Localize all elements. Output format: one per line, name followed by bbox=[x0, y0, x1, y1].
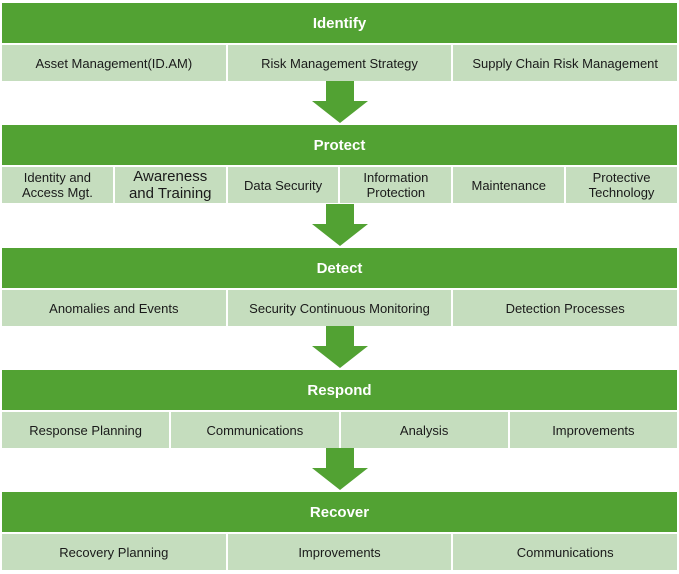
stage-identify: Identify Asset Management(ID.AM) Risk Ma… bbox=[2, 3, 677, 81]
category-box: Recovery Planning bbox=[2, 534, 228, 570]
stage-items-row: Identity and Access Mgt. Awareness and T… bbox=[2, 165, 677, 203]
category-box: Asset Management(ID.AM) bbox=[2, 45, 228, 81]
category-box: Maintenance bbox=[453, 167, 567, 203]
category-box: Analysis bbox=[341, 412, 510, 448]
category-box: Anomalies and Events bbox=[2, 290, 228, 326]
down-arrow-icon bbox=[312, 448, 368, 490]
category-box: Detection Processes bbox=[505, 300, 625, 316]
category-box: Communications bbox=[171, 412, 341, 448]
stage-title: Protect bbox=[2, 125, 677, 165]
category-box: Risk Management Strategy bbox=[228, 45, 454, 81]
category-box: Awareness and Training bbox=[115, 167, 228, 203]
stage-items-row: Anomalies and Events Security Continuous… bbox=[2, 288, 677, 326]
category-box: Protective Technology bbox=[588, 170, 655, 200]
category-box: Improvements bbox=[228, 534, 454, 570]
stage-items-row: Recovery Planning Improvements Communica… bbox=[2, 532, 677, 570]
stage-title: Identify bbox=[2, 3, 677, 43]
down-arrow-icon bbox=[312, 204, 368, 246]
category-box: Improvements bbox=[552, 422, 635, 438]
stage-items-row: Response Planning Communications Analysi… bbox=[2, 410, 677, 448]
category-box: Response Planning bbox=[2, 412, 172, 448]
down-arrow-icon bbox=[312, 81, 368, 123]
category-box: Security Continuous Monitoring bbox=[228, 290, 454, 326]
stage-respond: Respond Response Planning Communications… bbox=[2, 370, 677, 448]
stage-detect: Detect Anomalies and Events Security Con… bbox=[2, 248, 677, 326]
category-box: Information Protection bbox=[340, 167, 454, 203]
down-arrow-icon bbox=[312, 326, 368, 368]
stage-protect: Protect Identity and Access Mgt. Awarene… bbox=[2, 125, 677, 203]
category-box: Supply Chain Risk Management bbox=[472, 55, 659, 71]
stage-recover: Recover Recovery Planning Improvements C… bbox=[2, 492, 677, 570]
stage-title: Respond bbox=[2, 370, 677, 410]
stage-title: Recover bbox=[2, 492, 677, 532]
stage-title: Detect bbox=[2, 248, 677, 288]
category-box: Data Security bbox=[228, 167, 341, 203]
category-box: Identity and Access Mgt. bbox=[2, 167, 115, 203]
stage-items-row: Asset Management(ID.AM) Risk Management … bbox=[2, 43, 677, 81]
category-box: Communications bbox=[516, 544, 614, 560]
